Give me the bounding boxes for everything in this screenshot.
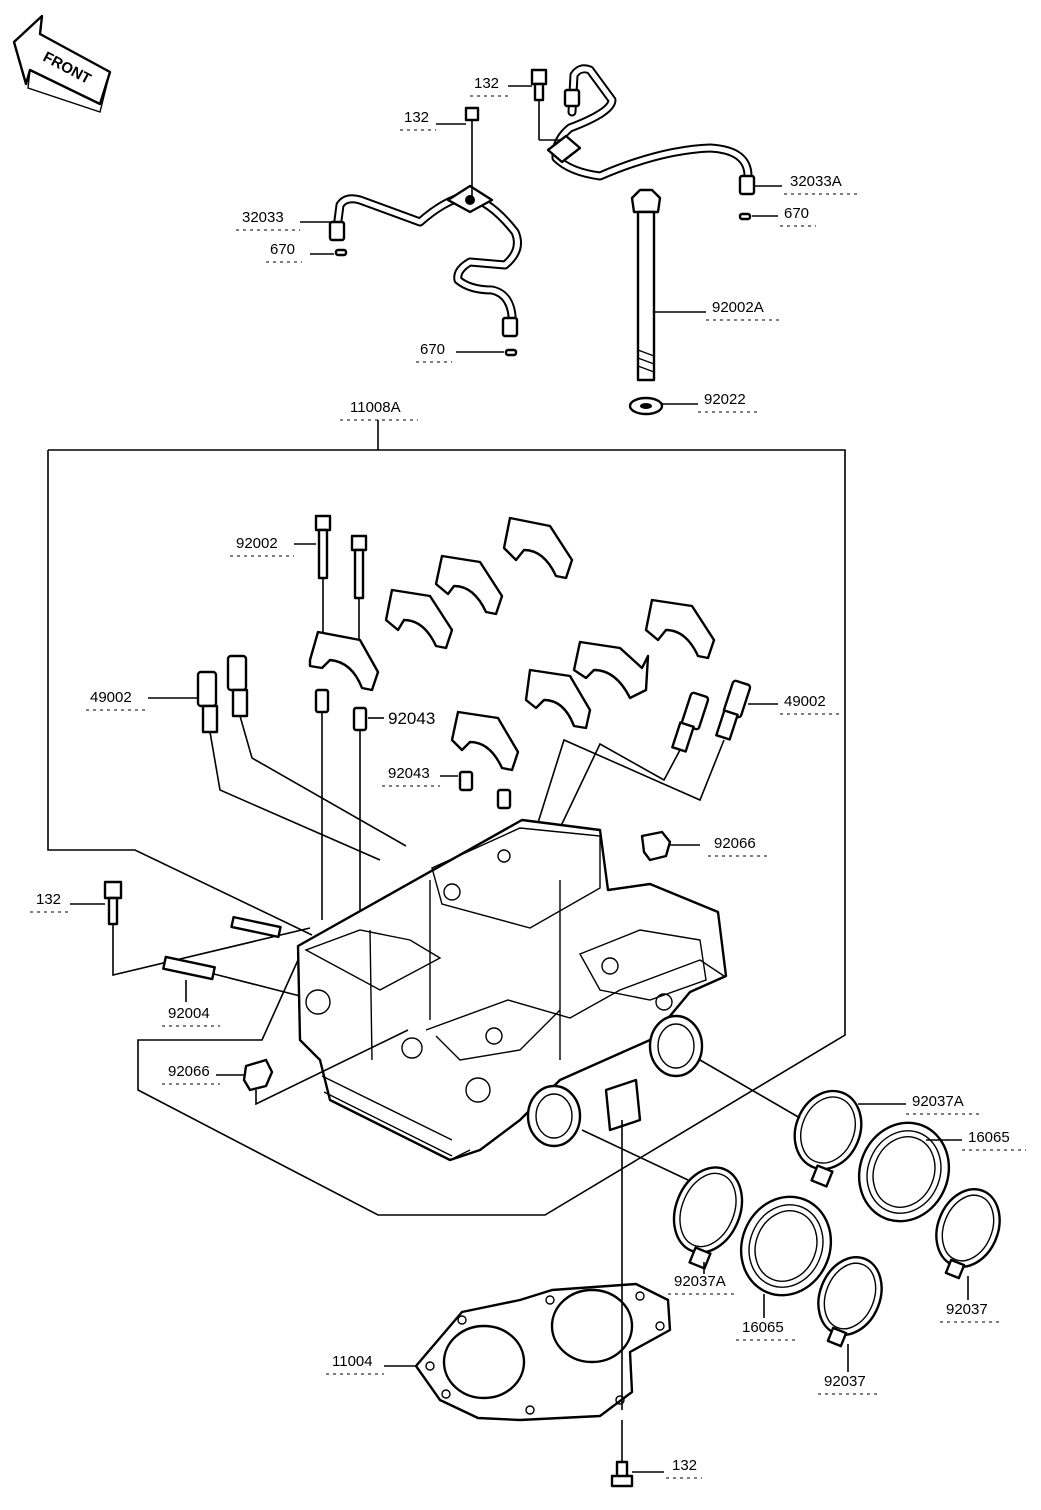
label-92066-left: 92066 [168,1063,210,1080]
bolt-132-top-right [530,68,560,141]
label-49002-left: 49002 [90,689,132,706]
part-labels: 132 132 32033 670 670 32033A 670 92002A … [30,75,1026,1479]
label-49002-right: 49002 [784,693,826,710]
clamp-92037A-upper [793,1089,863,1188]
label-92043-upper: 92043 [388,709,435,728]
label-92004: 92004 [168,1005,210,1022]
label-132-top-left: 132 [404,109,429,126]
bracket-11008A [47,449,846,1216]
carb-holder-16065-upper [857,1121,951,1223]
camshaft-caps [308,516,716,772]
label-16065-lower: 16065 [742,1319,784,1336]
studs-92004 [162,915,301,1002]
label-11004: 11004 [332,1353,373,1370]
clamp-92037-upper [935,1188,1001,1280]
front-direction-arrow: FRONT [12,14,112,113]
cap-bolts-92002 [314,514,368,640]
label-92037-right: 92037 [946,1301,988,1318]
label-132-top-right: 132 [474,75,499,92]
clamp-92037A-lower [672,1166,744,1270]
carb-holder-16065-lower [739,1195,833,1297]
clamp-92037-lower [817,1256,883,1348]
label-670-right: 670 [784,205,809,222]
label-92037A-upper: 92037A [912,1093,964,1110]
bolt-132-top-left [464,106,480,196]
head-gasket-11004 [414,1120,672,1422]
label-16065-upper: 16065 [968,1129,1010,1146]
label-132-left: 132 [36,891,61,908]
bolt-132-bottom [610,1420,634,1488]
cylinder-head [296,818,728,1162]
label-670-left: 670 [270,241,295,258]
holder-leader-lines [581,1059,801,1181]
dowel-pins-92043 [314,688,512,930]
label-132-bottom: 132 [672,1457,697,1474]
cap-nuts-92066 [216,830,700,1106]
label-92037A-lower: 92037A [674,1273,726,1290]
label-92066-right: 92066 [714,835,756,852]
label-11008A: 11008A [350,399,401,416]
label-92022: 92022 [704,391,746,408]
washer-92022 [628,396,664,416]
label-92043-lower: 92043 [388,765,430,782]
label-92002: 92002 [236,535,278,552]
label-32033A: 32033A [790,173,842,190]
label-92002A: 92002A [712,299,764,316]
label-670-middle: 670 [420,341,445,358]
oil-pipe-right [546,64,756,196]
label-92037-lower: 92037 [824,1373,866,1390]
long-bolt-92002A [630,188,662,382]
bolt-132-left [103,880,311,977]
label-32033: 32033 [242,209,284,226]
oil-pipe-left [328,184,522,338]
o-rings-670 [334,212,752,357]
